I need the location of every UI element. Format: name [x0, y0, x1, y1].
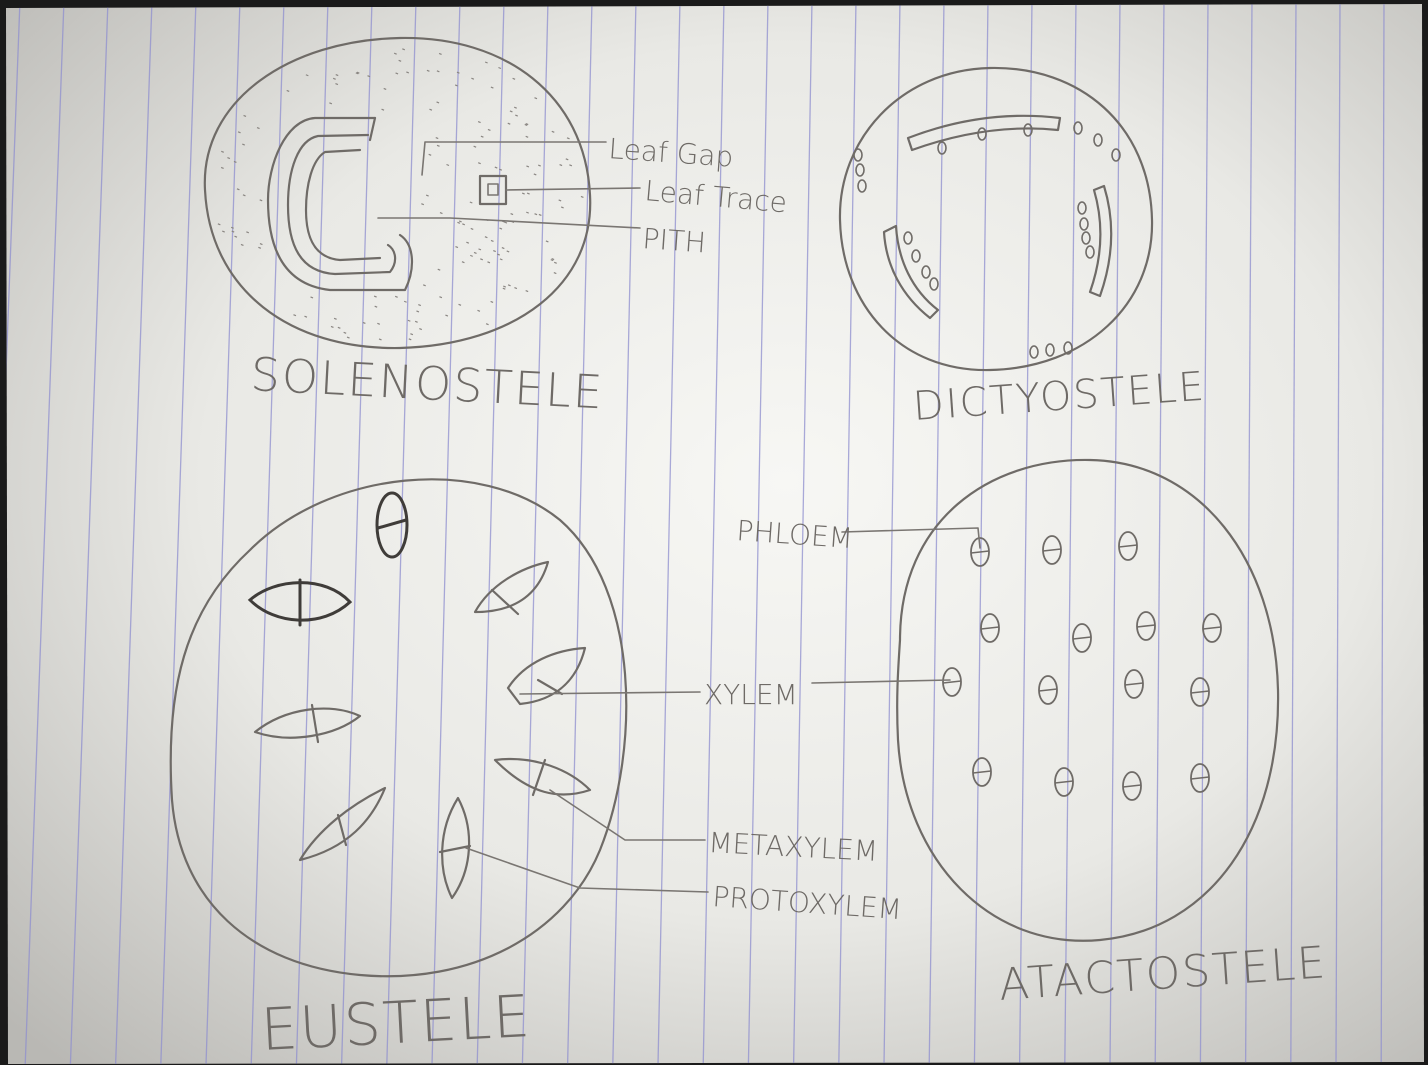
xylem-label: XYLEM: [704, 678, 798, 711]
eustele-title: EUSTELE: [259, 982, 533, 1064]
pith-label: PITH: [642, 222, 707, 259]
